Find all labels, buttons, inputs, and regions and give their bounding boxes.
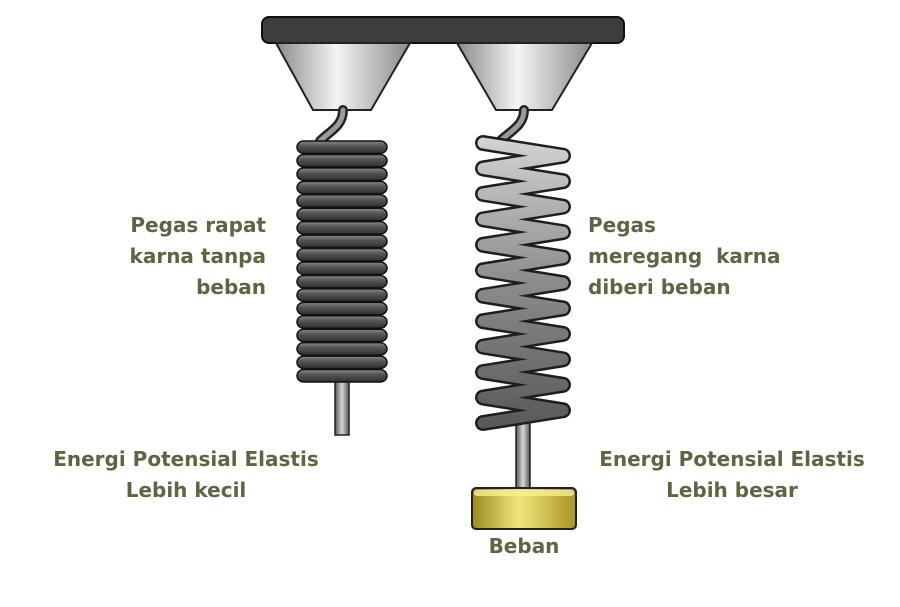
- weight-label-text: Beban: [488, 534, 560, 558]
- right-spring-rod: [515, 417, 531, 494]
- left-spring-rod: [334, 379, 350, 436]
- spring-coil: [296, 140, 388, 155]
- label-line: Lebih kecil: [125, 478, 247, 502]
- spring-coil: [296, 220, 388, 235]
- stretched-spring: [475, 135, 571, 431]
- spring-coil: [296, 368, 388, 383]
- label-line: meregang karna: [588, 244, 781, 268]
- compressed-spring: [296, 140, 388, 383]
- weight-label: Beban: [462, 531, 586, 562]
- stretched-spring-label: Pegas meregang karna diberi beban: [588, 210, 828, 303]
- spring-coil: [296, 288, 388, 303]
- small-energy-label: Energi Potensial Elastis Lebih kecil: [36, 444, 336, 506]
- spring-coil: [296, 153, 388, 168]
- spring-coil: [296, 167, 388, 182]
- weight-block: [471, 487, 577, 530]
- spring-coil: [296, 341, 388, 356]
- spring-coil: [296, 274, 388, 289]
- spring-coil: [296, 328, 388, 343]
- ceiling-support: [261, 16, 625, 44]
- spring-coil: [296, 247, 388, 262]
- spring-coil: [296, 355, 388, 370]
- left-funnel: [274, 42, 412, 111]
- label-line: beban: [196, 275, 266, 299]
- label-line: Energi Potensial Elastis: [599, 447, 865, 471]
- spring-coil: [296, 207, 388, 222]
- label-line: diberi beban: [588, 275, 731, 299]
- spring-wire: [477, 137, 569, 429]
- label-line: Pegas rapat: [130, 213, 266, 237]
- spring-coil: [296, 180, 388, 195]
- label-line: karna tanpa: [129, 244, 266, 268]
- large-energy-label: Energi Potensial Elastis Lebih besar: [582, 444, 882, 506]
- label-line: Pegas: [588, 213, 656, 237]
- label-line: Lebih besar: [666, 478, 798, 502]
- spring-coil: [296, 315, 388, 329]
- spring-coil: [296, 261, 388, 276]
- compressed-spring-label: Pegas rapat karna tanpa beban: [60, 210, 266, 303]
- right-funnel: [455, 42, 594, 111]
- label-line: Energi Potensial Elastis: [53, 447, 319, 471]
- spring-coil: [296, 301, 388, 316]
- spring-coil: [296, 234, 388, 249]
- spring-coil: [296, 194, 388, 208]
